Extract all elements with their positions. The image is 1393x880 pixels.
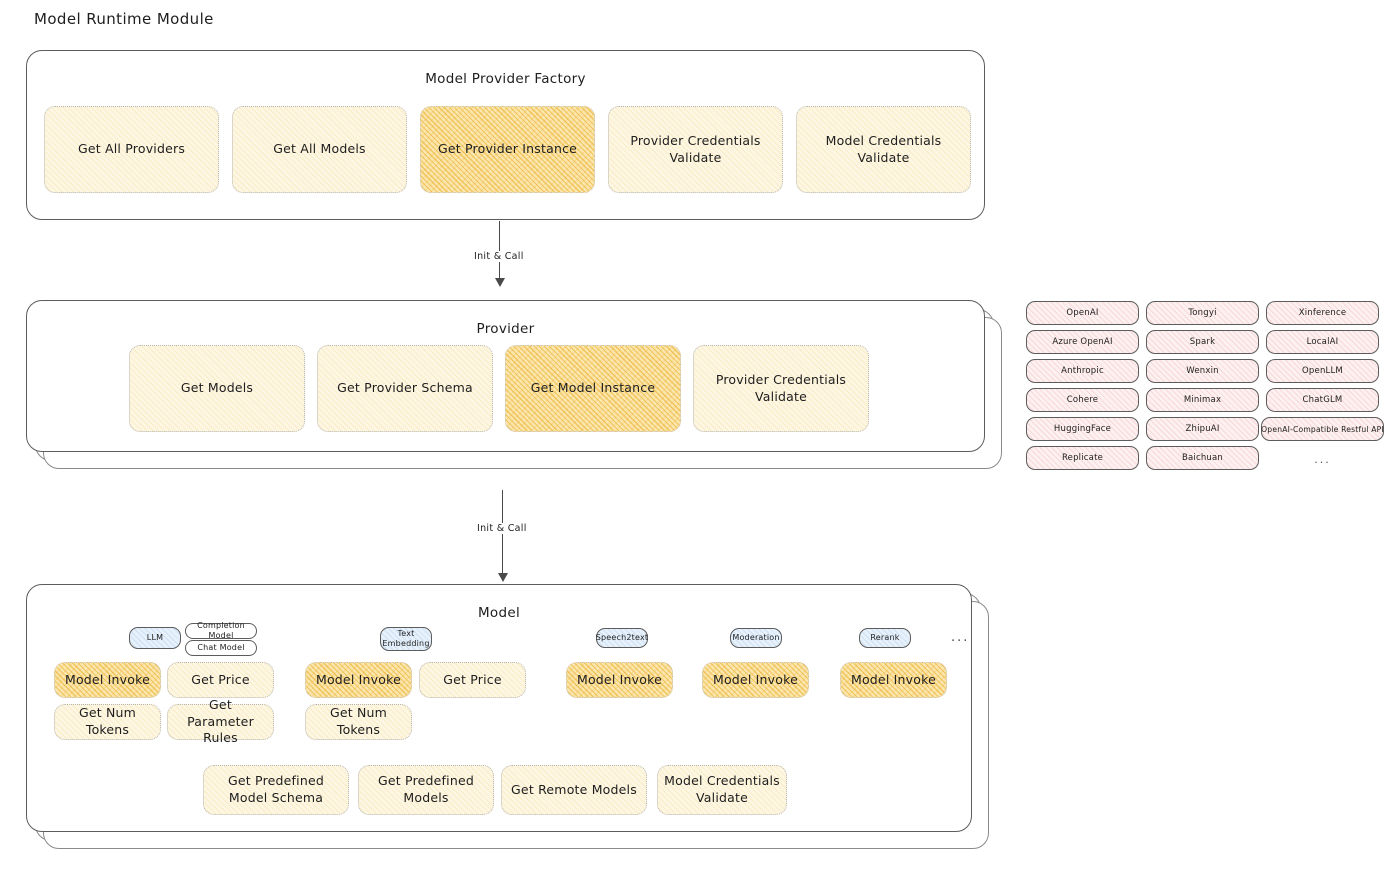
- rerank-op-model-invoke[interactable]: Model Invoke: [840, 662, 947, 698]
- provider-chip-wenxin[interactable]: Wenxin: [1146, 359, 1259, 383]
- provider-chip-openai-compatible-restful-api[interactable]: OpenAI-Compatible Restful API: [1261, 417, 1384, 441]
- arrow-factory-to-provider-label: Init & Call: [470, 251, 528, 262]
- provider-box-get-models[interactable]: Get Models: [129, 345, 305, 432]
- model-sub-badge-completion-model[interactable]: Completion Model: [185, 621, 257, 640]
- provider-title: Provider: [476, 321, 535, 337]
- model-type-badge-rerank[interactable]: Rerank: [859, 628, 911, 648]
- text-embedding-op-get-price[interactable]: Get Price: [419, 662, 526, 698]
- provider-box-get-model-instance[interactable]: Get Model Instance: [505, 345, 681, 432]
- model-type-badge-moderation[interactable]: Moderation: [730, 628, 782, 648]
- arrow-provider-to-model-line: [502, 490, 503, 578]
- model-op-get-remote-models[interactable]: Get Remote Models: [501, 765, 647, 815]
- speech2text-op-model-invoke[interactable]: Model Invoke: [566, 662, 673, 698]
- provider-chip-spark[interactable]: Spark: [1146, 330, 1259, 354]
- llm-op-get-num-tokens[interactable]: Get Num Tokens: [54, 704, 161, 740]
- provider-chip-zhipuai[interactable]: ZhipuAI: [1146, 417, 1259, 441]
- provider-chip-more: ...: [1314, 452, 1331, 466]
- model-type-badge-speech2text[interactable]: Speech2text: [596, 628, 648, 648]
- provider-chip-localai[interactable]: LocalAI: [1266, 330, 1379, 354]
- provider-chip-tongyi[interactable]: Tongyi: [1146, 301, 1259, 325]
- provider-chip-replicate[interactable]: Replicate: [1026, 446, 1139, 470]
- provider-chip-cohere[interactable]: Cohere: [1026, 388, 1139, 412]
- provider-chip-chatglm[interactable]: ChatGLM: [1266, 388, 1379, 412]
- model-op-get-predefined-models[interactable]: Get Predefined Models: [358, 765, 494, 815]
- provider-chip-minimax[interactable]: Minimax: [1146, 388, 1259, 412]
- provider-chip-baichuan[interactable]: Baichuan: [1146, 446, 1259, 470]
- arrow-provider-to-model-label: Init & Call: [473, 523, 531, 534]
- arrow-factory-to-provider-head: [495, 278, 505, 287]
- llm-op-model-invoke[interactable]: Model Invoke: [54, 662, 161, 698]
- factory-box-get-all-models[interactable]: Get All Models: [232, 106, 407, 193]
- text-embedding-op-get-num-tokens[interactable]: Get Num Tokens: [305, 704, 412, 740]
- page-title: Model Runtime Module: [34, 10, 214, 28]
- factory-box-model-credentials-validate[interactable]: Model Credentials Validate: [796, 106, 971, 193]
- provider-chip-anthropic[interactable]: Anthropic: [1026, 359, 1139, 383]
- provider-chip-azure-openai[interactable]: Azure OpenAI: [1026, 330, 1139, 354]
- provider-chip-xinference[interactable]: Xinference: [1266, 301, 1379, 325]
- llm-op-get-price[interactable]: Get Price: [167, 662, 274, 698]
- provider-chip-openllm[interactable]: OpenLLM: [1266, 359, 1379, 383]
- factory-title: Model Provider Factory: [425, 71, 586, 87]
- provider-box-get-provider-schema[interactable]: Get Provider Schema: [317, 345, 493, 432]
- model-sub-badge-chat-model[interactable]: Chat Model: [185, 640, 257, 656]
- model-title: Model: [477, 605, 521, 621]
- model-op-model-credentials-validate[interactable]: Model Credentials Validate: [657, 765, 787, 815]
- llm-op-get-parameter-rules[interactable]: Get Parameter Rules: [167, 697, 274, 745]
- provider-box-provider-credentials-validate[interactable]: Provider Credentials Validate: [693, 345, 869, 432]
- provider-chip-openai[interactable]: OpenAI: [1026, 301, 1139, 325]
- factory-box-get-provider-instance[interactable]: Get Provider Instance: [420, 106, 595, 193]
- model-type-badge-text-embedding[interactable]: Text Embedding: [380, 627, 432, 651]
- provider-chip-huggingface[interactable]: HuggingFace: [1026, 417, 1139, 441]
- model-types-overflow-ellipsis: ...: [951, 630, 970, 645]
- model-op-get-predefined-model-schema[interactable]: Get Predefined Model Schema: [203, 765, 349, 815]
- arrow-provider-to-model-head: [498, 573, 508, 582]
- factory-box-get-all-providers[interactable]: Get All Providers: [44, 106, 219, 193]
- factory-box-provider-credentials-validate[interactable]: Provider Credentials Validate: [608, 106, 783, 193]
- model-type-badge-llm[interactable]: LLM: [129, 627, 181, 649]
- moderation-op-model-invoke[interactable]: Model Invoke: [702, 662, 809, 698]
- text-embedding-op-model-invoke[interactable]: Model Invoke: [305, 662, 412, 698]
